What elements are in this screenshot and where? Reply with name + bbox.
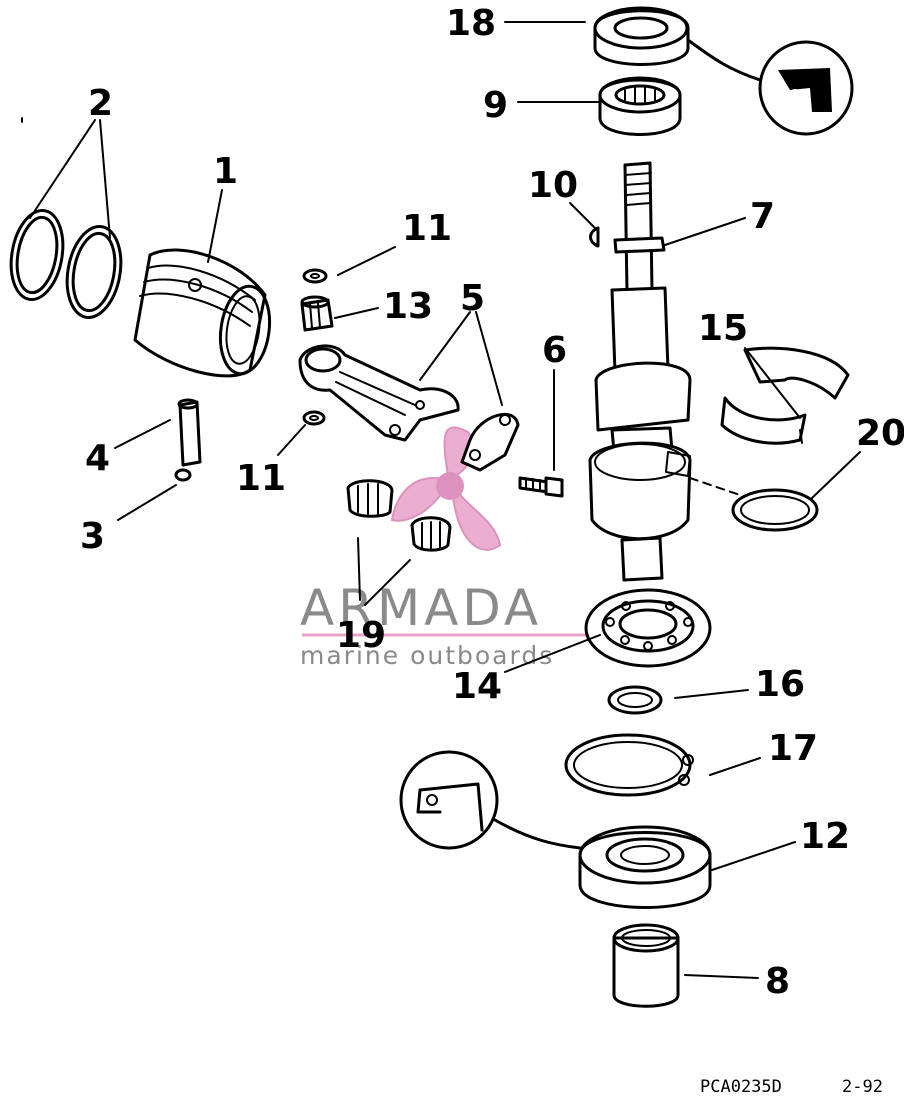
part-6-rod-screw	[518, 476, 564, 498]
part-8-sleeve	[612, 923, 680, 1008]
part-19-bearing-cage-lower	[410, 516, 452, 552]
callout-20: 20	[856, 413, 904, 454]
callout-6: 6	[542, 330, 567, 371]
part-12-lower-seal	[578, 825, 712, 909]
callout-11-lower: 11	[236, 458, 286, 499]
propeller-logo-icon	[390, 426, 502, 551]
callout-10: 10	[528, 165, 578, 206]
part-10-woodruff-key	[589, 226, 600, 248]
part-18-upper-seal	[593, 6, 690, 66]
grease-symbol-icon-upper	[686, 38, 854, 136]
watermark-tagline: marine outboards	[300, 641, 554, 670]
part-14-ball-bearing	[584, 588, 712, 668]
leader-lines	[21, 21, 861, 979]
callout-1: 1	[213, 151, 238, 192]
part-1-piston	[133, 248, 272, 378]
callout-labels: 18 9 2 1 10 7 11 13 5 15 6 20 4 11 3 19 …	[80, 3, 904, 1002]
drawing-code: PCA0235D	[700, 1077, 782, 1097]
part-13-needle-bearing	[300, 295, 334, 332]
part-19-bearing-cage-upper	[346, 479, 394, 518]
callout-15: 15	[698, 308, 748, 349]
callout-4: 4	[85, 438, 110, 479]
callout-17: 17	[768, 728, 818, 769]
part-11-thrust-washer-upper	[302, 268, 328, 284]
callout-12: 12	[800, 816, 850, 857]
part-11-thrust-washer-lower	[302, 410, 326, 426]
part-17-retaining-ring	[564, 733, 694, 797]
part-2-piston-rings	[9, 208, 123, 320]
callout-11-upper: 11	[402, 208, 452, 249]
callout-2: 2	[88, 83, 113, 124]
watermark-brand: ARMADA	[300, 579, 542, 637]
part-15-main-bearing-half	[720, 346, 850, 445]
watermark: ARMADA marine outboards	[300, 426, 590, 670]
part-4-wrist-pin	[177, 398, 202, 467]
callout-3: 3	[80, 516, 105, 557]
part-20-retaining-ring	[689, 477, 819, 532]
part-16-snap-ring	[607, 685, 663, 715]
callout-7: 7	[750, 196, 775, 237]
callout-13: 13	[383, 286, 433, 327]
callout-5: 5	[460, 278, 485, 319]
callout-8: 8	[765, 961, 790, 1002]
callout-16: 16	[755, 664, 805, 705]
callout-14: 14	[452, 666, 502, 707]
part-5-rod-cap	[460, 412, 520, 472]
drawing-date: 2-92	[842, 1077, 883, 1097]
callout-19: 19	[336, 615, 386, 656]
part-3-pin-retainer	[174, 468, 192, 482]
part-7-crankshaft	[588, 161, 692, 582]
part-9-upper-bearing	[598, 76, 682, 136]
grease-symbol-icon-lower	[399, 750, 582, 850]
callout-18: 18	[446, 3, 496, 44]
callout-9: 9	[483, 85, 508, 126]
part-5-connecting-rod	[298, 344, 460, 442]
